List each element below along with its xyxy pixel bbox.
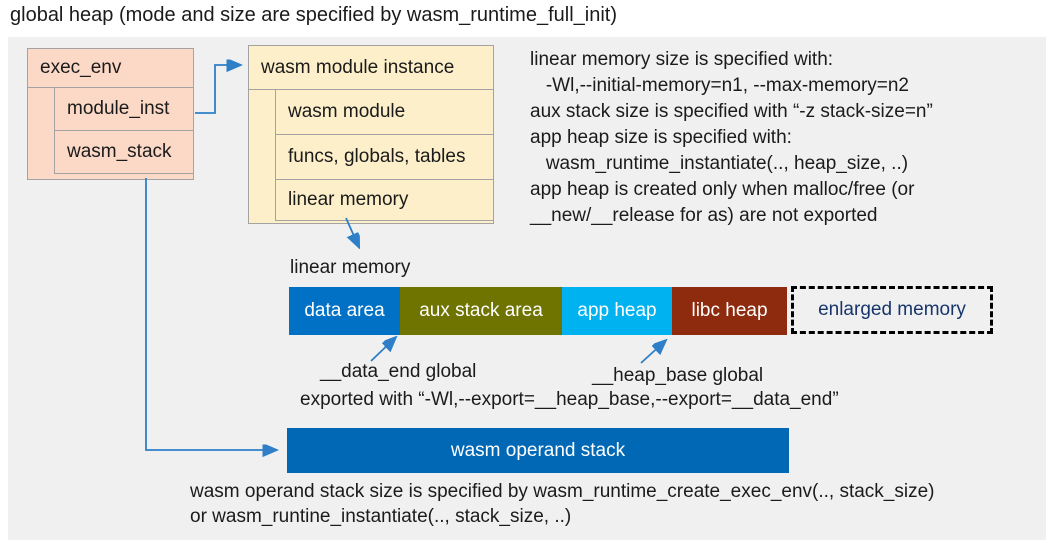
exec-env-row-module-inst: module_inst (54, 88, 193, 131)
segment-libc-heap: libc heap (672, 287, 787, 335)
segment-data-area: data area (289, 287, 400, 335)
module-instance-row-wasm-module: wasm module (275, 90, 493, 135)
linear-memory-label: linear memory (290, 257, 411, 278)
linear-memory-bar: data area aux stack area app heap libc h… (289, 287, 787, 335)
exec-env-row-wasm-stack: wasm_stack (54, 131, 193, 174)
linear-memory-notes: linear memory size is specified with: -W… (530, 49, 933, 226)
module-instance-row-funcs-globals-tables: funcs, globals, tables (275, 135, 493, 180)
enlarged-memory-box: enlarged memory (791, 286, 993, 334)
module-instance-rows: wasm module funcs, globals, tables linea… (275, 90, 493, 221)
segment-aux-stack-area: aux stack area (400, 287, 562, 335)
wasm-operand-stack-bar: wasm operand stack (287, 428, 789, 473)
heap-base-global-label: __heap_base global (592, 365, 764, 386)
diagram-title: global heap (mode and size are specified… (10, 4, 617, 26)
module-instance-row-linear-memory: linear memory (275, 180, 493, 221)
operand-stack-notes: wasm operand stack size is specified by … (190, 481, 935, 527)
exec-env-header: exec_env (28, 49, 193, 88)
module-instance-box: wasm module instance wasm module funcs, … (248, 45, 494, 224)
exec-env-rows: module_inst wasm_stack (54, 88, 193, 174)
module-instance-header: wasm module instance (249, 46, 493, 90)
exec-env-box: exec_env module_inst wasm_stack (27, 48, 194, 180)
exported-flags-label: exported with “-Wl,--export=__heap_base,… (300, 389, 839, 410)
segment-app-heap: app heap (562, 287, 672, 335)
data-end-global-label: __data_end global (320, 361, 477, 382)
